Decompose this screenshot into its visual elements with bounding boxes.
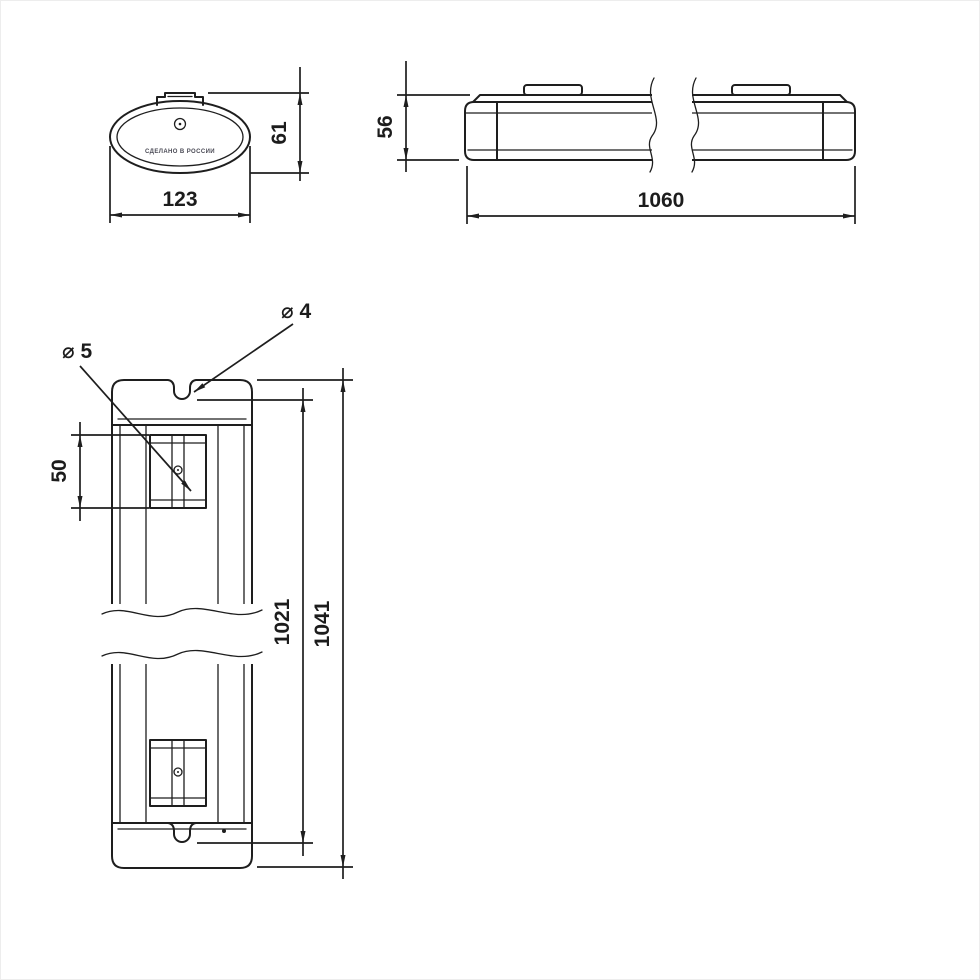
dim-overall-length: 1041: [257, 368, 353, 879]
break-line: [648, 77, 658, 173]
leader-line: [193, 323, 294, 393]
dim-side-length: 1060: [466, 166, 856, 224]
dim-end-height: 61: [208, 67, 309, 181]
leader-hole-dia: ⌀ 5: [62, 340, 192, 492]
dim-end-width: 123: [109, 146, 251, 223]
mount-hole-bottom-center: [177, 771, 179, 773]
dim-label-mount-length: 1021: [271, 598, 294, 645]
bracket-top-outline: [149, 434, 207, 509]
dim-mount-length: 1021: [197, 388, 313, 856]
mount-hole-bottom: [173, 767, 183, 777]
top-cap-outline: [111, 379, 253, 426]
dim-side-height: 56: [374, 61, 470, 172]
side-view: [464, 77, 856, 173]
bottom-cap-slot: [167, 822, 197, 843]
mount-hole-top-center: [177, 469, 179, 471]
sensor-dot: [178, 122, 182, 126]
dim-label-overall-length: 1041: [311, 600, 334, 647]
housing-outline: [109, 100, 251, 174]
break-line: [690, 77, 700, 173]
break-gap: [652, 79, 692, 171]
plan-view: [101, 379, 263, 869]
bottom-cap-outline: [111, 822, 253, 869]
leader-label-dia4: ⌀ 4: [281, 300, 311, 323]
mount-clip-left: [523, 84, 583, 96]
body-outline: [464, 101, 856, 161]
bracket-bottom-outline: [149, 739, 207, 807]
housing-marking: СДЕЛАНО В РОССИИ: [145, 149, 215, 155]
break-line: [101, 607, 263, 618]
dim-label-bracket: 50: [48, 459, 71, 482]
leader-slot-dia: ⌀ 4: [193, 300, 311, 393]
end-view: СДЕЛАНО В РОССИИ: [109, 92, 251, 174]
leader-line: [79, 365, 192, 492]
sensor-circle: [173, 117, 187, 131]
mount-hole-top: [173, 465, 183, 475]
dim-label-height: 61: [268, 121, 291, 145]
dim-label-width: 123: [162, 188, 197, 211]
housing-inner-line: [116, 107, 244, 167]
dim-label-length: 1060: [638, 189, 685, 212]
break-gap: [106, 604, 258, 664]
mount-clip-right: [731, 84, 791, 96]
leader-label-dia5: ⌀ 5: [62, 340, 92, 363]
screw-dot: [222, 829, 226, 833]
dim-bracket-span: 50: [48, 422, 149, 521]
dim-label-height: 56: [374, 115, 397, 138]
mount-bracket: [156, 92, 204, 106]
break-line: [101, 649, 263, 660]
